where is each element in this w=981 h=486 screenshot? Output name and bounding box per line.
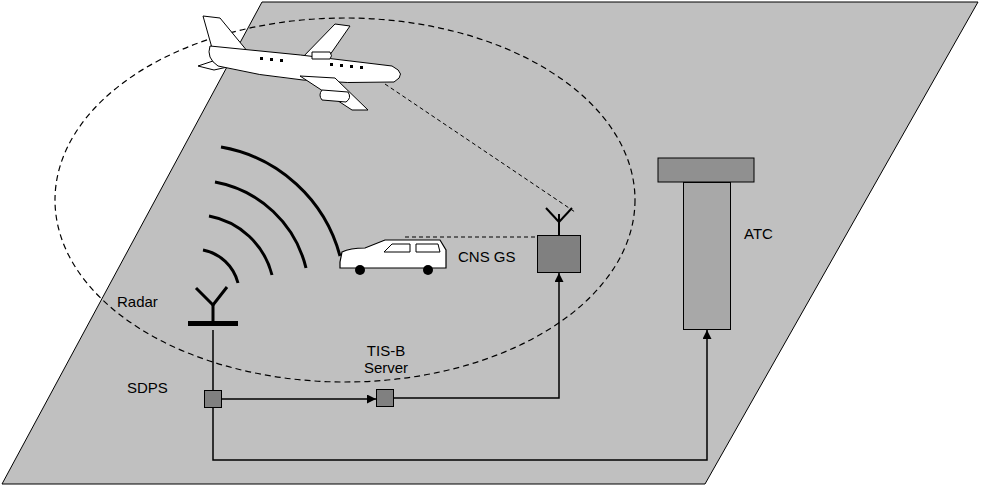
connector <box>213 330 707 460</box>
tower-cab <box>658 158 754 182</box>
antenna-symbol <box>183 285 243 330</box>
node-label: SDPS <box>127 379 168 396</box>
ground-station: CNS GS <box>537 235 581 273</box>
server-box: TIS-B Server <box>376 389 394 407</box>
connector <box>212 330 214 390</box>
coverage-area <box>55 18 635 382</box>
radar-antenna: Radar <box>183 285 243 330</box>
connector <box>222 398 376 400</box>
aircraft <box>198 16 401 110</box>
radar-waves <box>203 147 340 283</box>
node-label: ATC <box>744 225 773 242</box>
datalink-lines <box>385 84 575 237</box>
node-label: Radar <box>117 293 158 310</box>
node-label: CNS GS <box>458 248 516 265</box>
vehicle <box>340 240 446 275</box>
connector <box>394 273 559 398</box>
processing-box: SDPS <box>204 390 222 408</box>
node-label: TIS-B Server <box>360 342 412 376</box>
gs-antenna <box>546 208 572 235</box>
control-tower: ATC <box>683 182 731 330</box>
